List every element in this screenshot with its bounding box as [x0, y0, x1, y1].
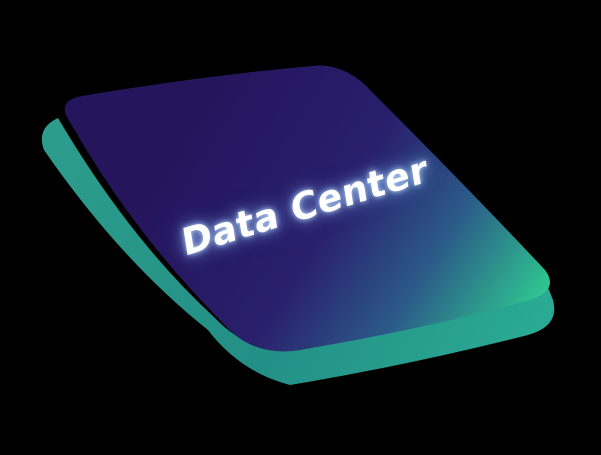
tile-face	[64, 65, 550, 352]
